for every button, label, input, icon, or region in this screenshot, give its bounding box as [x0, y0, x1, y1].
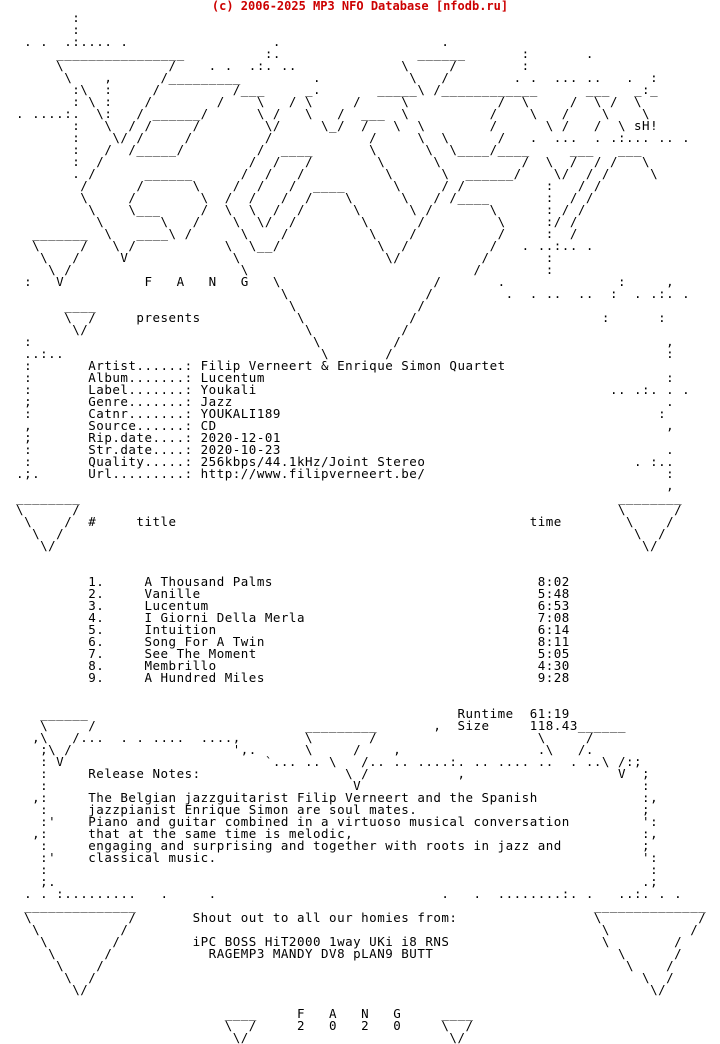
nfo-line: .;. Url.........: http://www.filipvernee…	[0, 466, 675, 481]
nfo-line: :' Piano and guitar combined in a virtuo…	[0, 814, 659, 829]
nfo-line: :\ : / /___ _. _____\ /____________ ___ …	[0, 82, 659, 97]
nfo-line: ;\ / ',. \ / , .\ /.	[0, 742, 594, 757]
nfo-line: ____ \ /	[0, 298, 426, 313]
nfo-line: : \ / / / \/ \_/ / \ \ / \ / / \ sH!	[0, 118, 659, 133]
nfo-line: ,: that at the same time is melodic, :,	[0, 826, 659, 841]
nfo-line: 1. A Thousand Palms 8:02	[0, 574, 570, 589]
nfo-line: \ / # title time \ /	[0, 514, 675, 529]
nfo-line: : Label.......: Youkali .. .:. . .	[0, 382, 691, 397]
nfo-line: \/ \/	[0, 538, 659, 553]
nfo-line: \/ \/	[0, 982, 667, 997]
nfo-line: \ / . . .:. .. \ / :	[0, 58, 530, 73]
nfo-line: \ / \ /	[0, 922, 699, 937]
nfo-line: ______________ ______________	[0, 898, 707, 913]
nfo-line: ,: The Belgian jazzguitarist Filip Verne…	[0, 790, 659, 805]
nfo-line: \ / \ /	[0, 958, 675, 973]
nfo-line: : \ : / / \ / \ / \ / \ / \ / \	[0, 94, 643, 109]
nfo-line: 3. Lucentum 6:53	[0, 598, 570, 613]
nfo-line: \ / . . .. .. : . .:. .	[0, 286, 691, 301]
nfo-ascii-art: : : . . .:.... . . . ________________ :.…	[0, 10, 707, 1044]
nfo-line: \ / 2 0 2 0 \ /	[0, 1018, 474, 1033]
nfo-line: ,	[0, 478, 675, 493]
nfo-line: : Release Notes: \ / , V ;	[0, 766, 651, 781]
nfo-line: : V F A N G \ / . : ,	[0, 274, 675, 289]
nfo-line: \ / _________ , Size 118.43______	[0, 718, 626, 733]
nfo-line: 5. Intuition 6:14	[0, 622, 570, 637]
nfo-line: ________________ :. ______ : .	[0, 46, 594, 61]
nfo-line: ..:.. \ / :	[0, 346, 675, 361]
nfo-line: : Str.date....: 2020-10-23 .	[0, 442, 675, 457]
nfo-line: : Album.......: Lucentum :	[0, 370, 675, 385]
nfo-line: ,\ /... . . .... ...., \ / \ /	[0, 730, 594, 745]
nfo-line: \ / Shout out to all our homies from: \ …	[0, 910, 707, 925]
nfo-line: :	[0, 10, 81, 25]
nfo-line: \ \___ / \ \ / / \ \ / \ : / /	[0, 202, 586, 217]
nfo-line: 2. Vanille 5:48	[0, 586, 570, 601]
nfo-line: ;. .;	[0, 874, 659, 889]
nfo-line: 4. I Giorni Della Merla 7:08	[0, 610, 570, 625]
nfo-line: 8. Membrillo 4:30	[0, 658, 570, 673]
nfo-line: : Catnr.......: YOUKALI189 :	[0, 406, 667, 421]
nfo-line: \ / \ /	[0, 502, 683, 517]
nfo-line: \ / presents \ / : :	[0, 310, 667, 325]
nfo-line: : V :	[0, 778, 651, 793]
nfo-line: , Source......: CD ,	[0, 418, 675, 433]
nfo-line: \/ \ /	[0, 322, 410, 337]
nfo-line: : engaging and surprising and together w…	[0, 838, 651, 853]
nfo-line: : :	[0, 862, 659, 877]
nfo-line: / / \ / / / ____ \ / / : / /	[0, 178, 602, 193]
nfo-line: 9. A Hundred Miles 9:28	[0, 670, 570, 685]
nfo-line: : Quality.....: 256kbps/44.1kHz/Joint St…	[0, 454, 675, 469]
nfo-line: \ / RAGEMP3 MANDY DV8 pLAN9 BUTT \ /	[0, 946, 683, 961]
nfo-line: \ / \ /	[0, 970, 675, 985]
nfo-line: . / ______ / / / \ \ ______/ \/ / / \	[0, 166, 659, 181]
nfo-line: ________ ________	[0, 490, 683, 505]
nfo-line: : V `... .. \ /.. .. ....:. .. .... .. .…	[0, 754, 643, 769]
nfo-line: 6. Song For A Twin 8:11	[0, 634, 570, 649]
nfo-line: \ / \ / / / / \ \ / /____ : / /	[0, 190, 594, 205]
nfo-line: \ , /_________ . \ / . . ... .. . :	[0, 70, 659, 85]
nfo-line: . . .:.... . . .	[0, 34, 450, 49]
nfo-line: \ / V \ \/ / :	[0, 250, 554, 265]
nfo-line: \ / iPC BOSS HiT2000 1way UKi i8 RNS \ /	[0, 934, 683, 949]
nfo-line: : Artist......: Filip Verneert & Enrique…	[0, 358, 506, 373]
nfo-line: ______ Runtime 61:19	[0, 706, 570, 721]
nfo-line: : \/ / / / / \ \ / . ... . .:... .. .	[0, 130, 691, 145]
nfo-line: \/ \/	[0, 1030, 466, 1044]
nfo-line: . ....:. \: / ______/ \ / \ / ___ \ / \ …	[0, 106, 651, 121]
nfo-line: 7. See The Moment 5:05	[0, 646, 570, 661]
nfo-line: : \ / ,	[0, 334, 675, 349]
nfodb-header-link[interactable]: (c) 2006-2025 MP3 NFO Database [nfodb.ru…	[211, 0, 509, 13]
nfo-line: :	[0, 22, 81, 37]
nfo-line: : jazzpianist Enrique Simon are soul mat…	[0, 802, 651, 817]
nfo-line: :' classical music. ':	[0, 850, 659, 865]
nfo-line: \ / \ / \ \__/ \ / / . ..:.. .	[0, 238, 594, 253]
nfo-line: ____ F A N G ____	[0, 1006, 474, 1021]
nfo-line: \ / \ /	[0, 526, 667, 541]
nfo-line: : / /_____/ / ____ \ \ \____/____ ___ __…	[0, 142, 643, 157]
nfo-line: \ / \ / :	[0, 262, 554, 277]
nfo-line: ; Rip.date....: 2020-12-01	[0, 430, 281, 445]
nfo-line: . . :......... . . . . ........:. . ..:.…	[0, 886, 683, 901]
nfo-line: \ \ / \ \/ / \ / \ :/ /	[0, 214, 578, 229]
nfo-line: : / / / / \ \ / \ / / / \	[0, 154, 651, 169]
nfo-line: ; Genre.......: Jazz .	[0, 394, 675, 409]
nfo-line: _______ \ ____\ / \ / \ / / : /	[0, 226, 578, 241]
